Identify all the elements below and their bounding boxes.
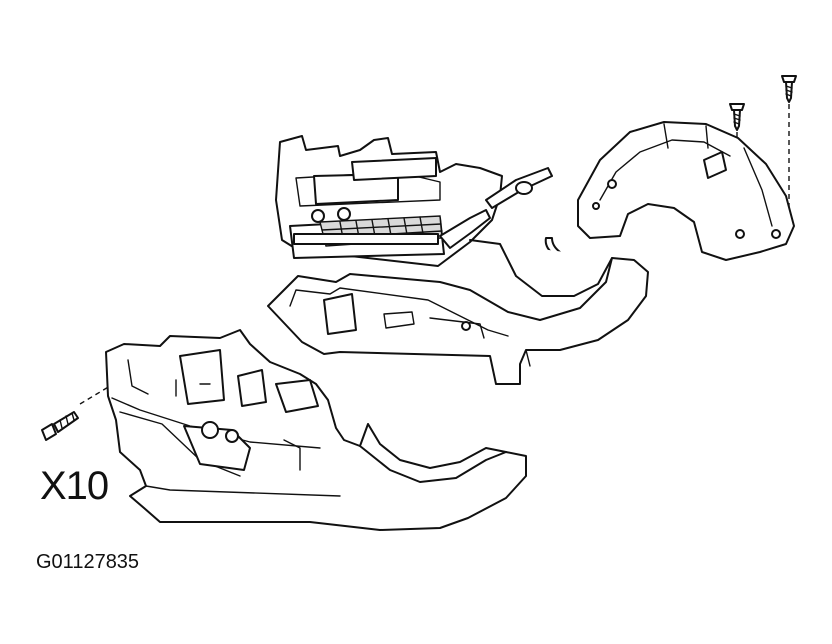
right-screw-lower	[729, 103, 745, 131]
callout-label-x10: X10	[40, 464, 109, 508]
figure-code-label: G01127835	[36, 551, 140, 573]
right-screw-top	[781, 75, 797, 103]
left-screw	[41, 411, 79, 441]
middle-housing	[267, 239, 649, 385]
heater-core	[289, 215, 445, 259]
central-housing	[275, 135, 553, 267]
upper-right-shroud	[577, 121, 795, 261]
lower-housing	[105, 329, 527, 531]
